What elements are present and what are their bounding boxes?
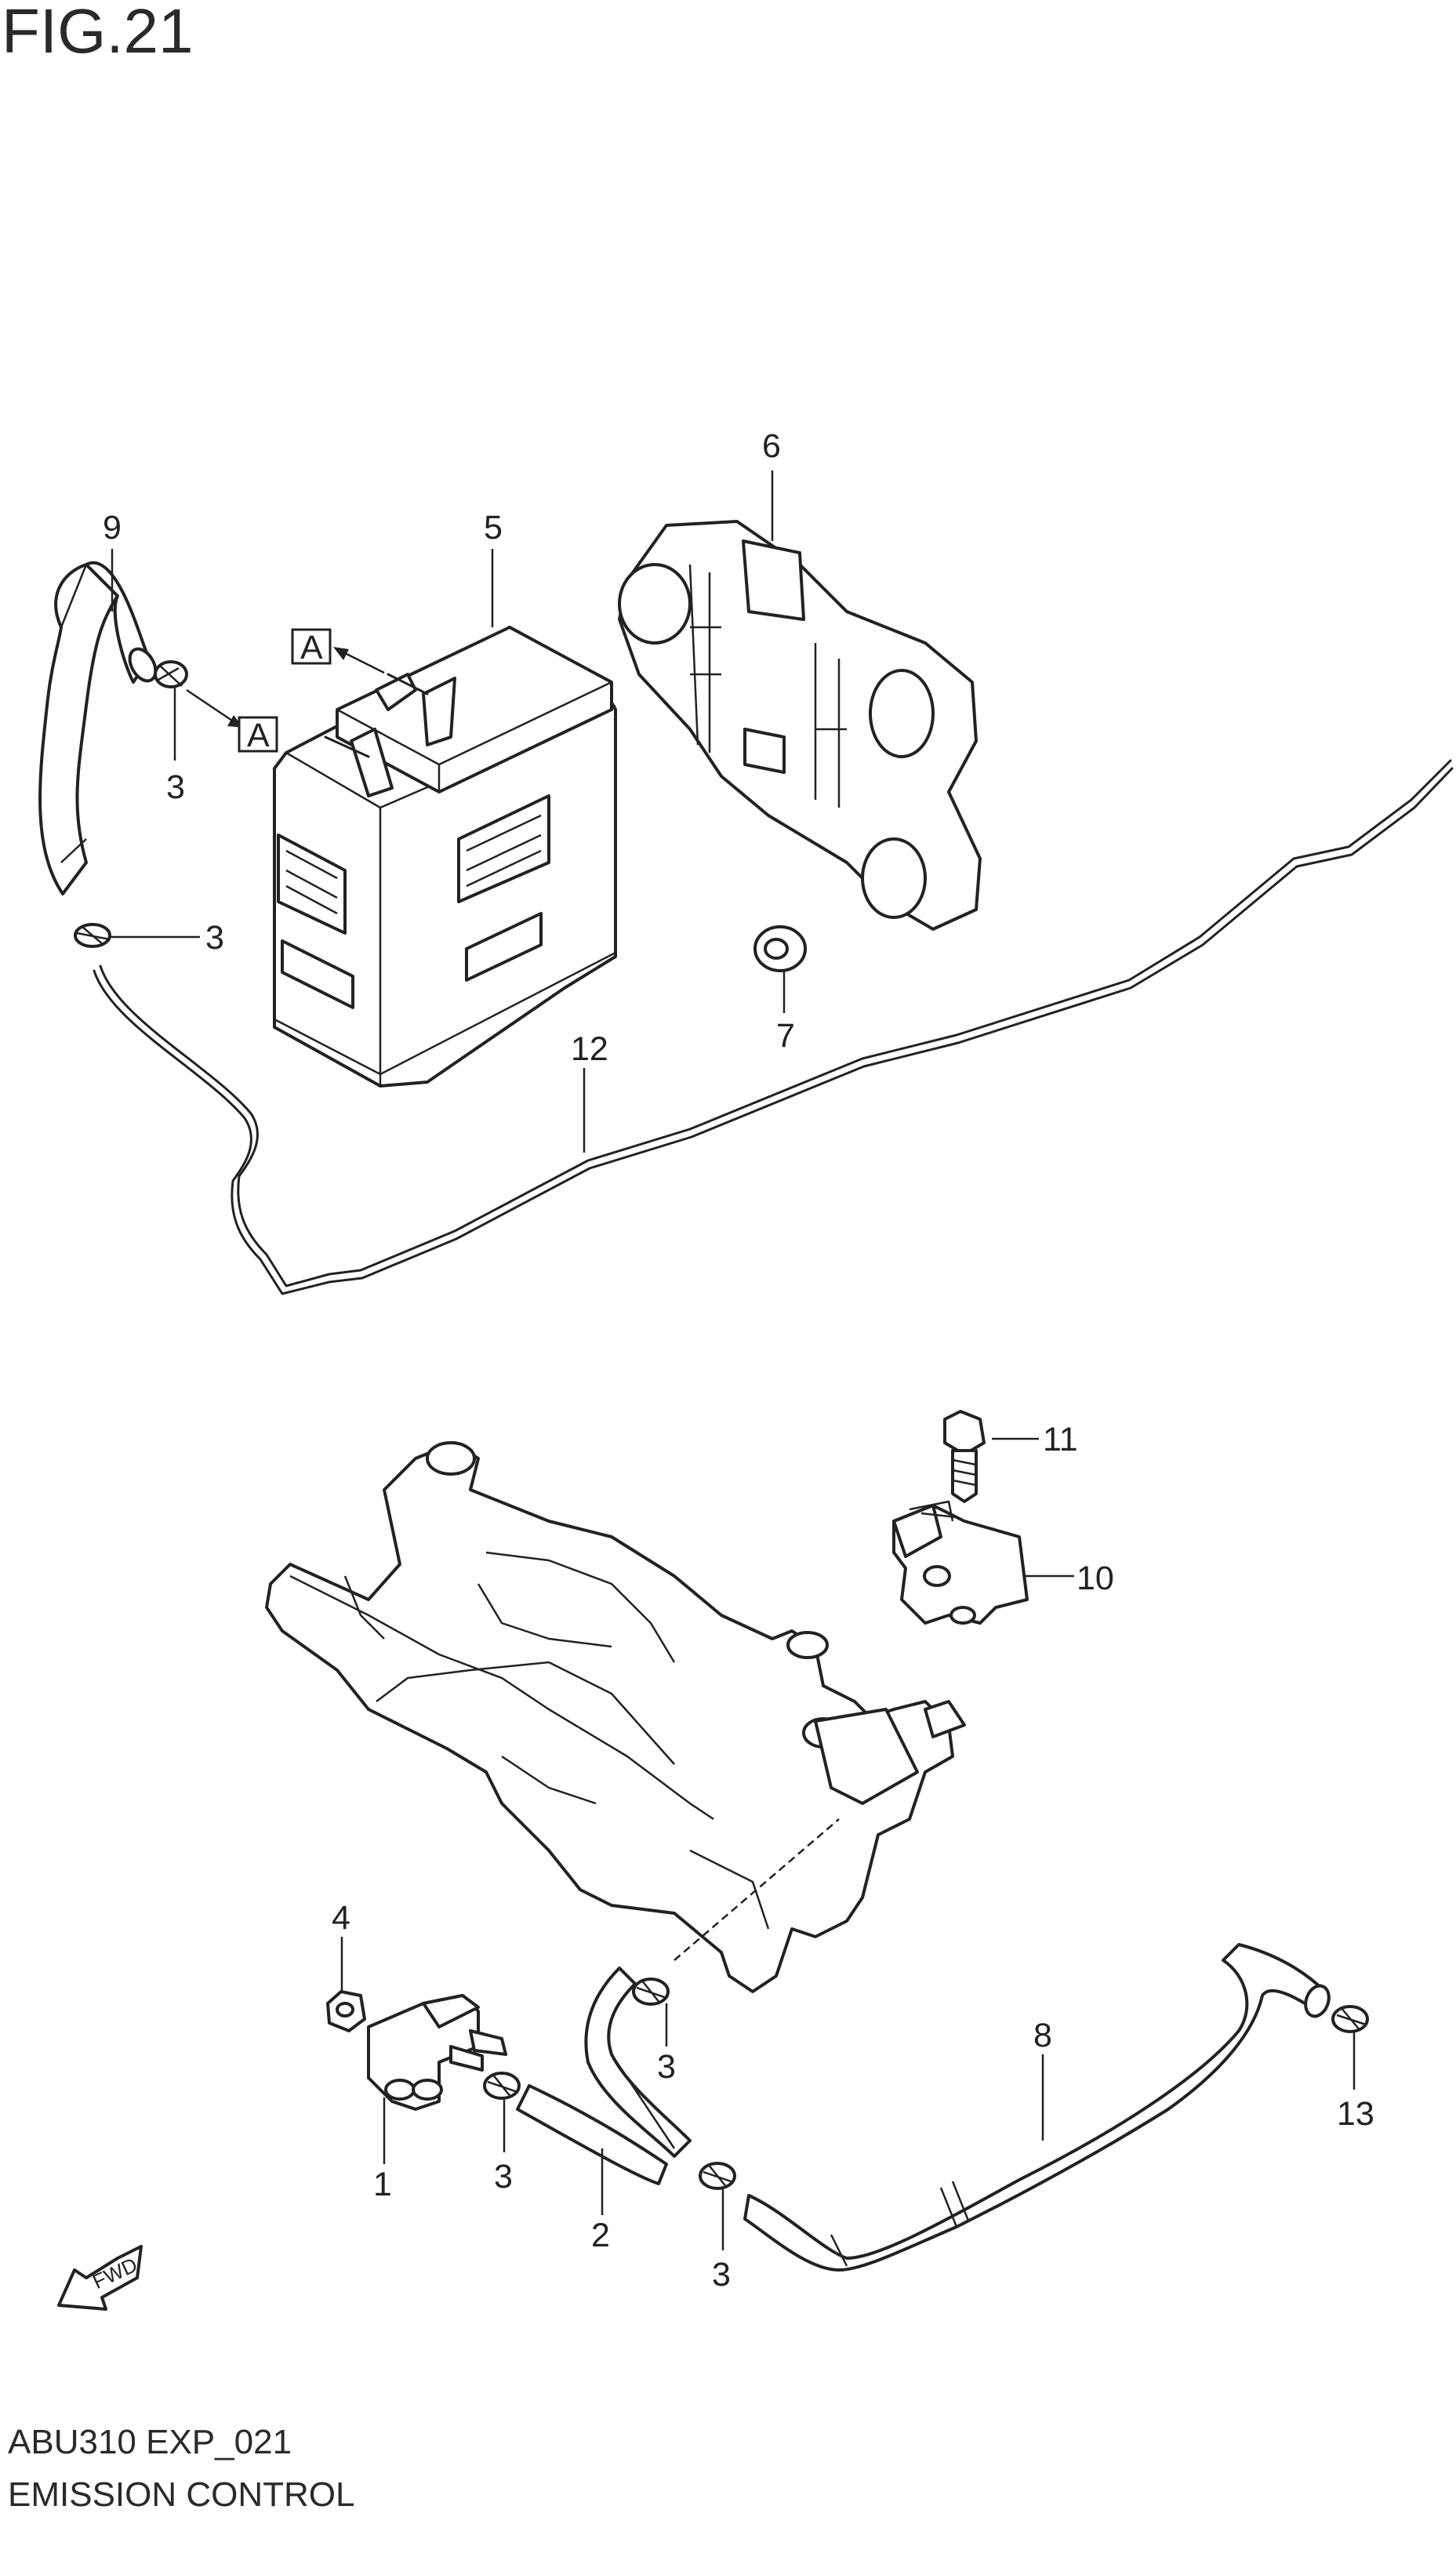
part-7-grommet [753, 925, 807, 972]
callout-4: 4 [332, 1899, 350, 1937]
callout-2: 2 [591, 2217, 610, 2254]
callout-1: 1 [373, 2166, 392, 2203]
part-11-bolt [943, 1410, 986, 1503]
footer-title: EMISSION CONTROL [8, 2475, 355, 2514]
callout-11: 11 [1043, 1421, 1078, 1458]
figure-title: FIG.21 [2, 0, 194, 66]
reference-a-lower: A [247, 717, 270, 754]
callout-3-upper: 3 [166, 768, 185, 806]
callout-3-bottom-left: 3 [494, 2158, 513, 2195]
callout-5: 5 [484, 509, 503, 547]
clip-3-right [699, 2162, 736, 2190]
callout-13: 13 [1337, 2095, 1374, 2133]
callout-7: 7 [776, 1017, 795, 1055]
callout-8: 8 [1033, 2017, 1052, 2054]
part-4-nut [326, 1990, 366, 2032]
part-1-valve [367, 1994, 507, 2111]
callout-12: 12 [571, 1030, 608, 1068]
callout-3-middle: 3 [657, 2048, 676, 2086]
reference-box-a-lower: A [238, 716, 278, 754]
part-10-sensor [892, 1500, 1029, 1625]
clip-3-lower [74, 923, 111, 948]
callout-3-hose-bottom: 3 [205, 919, 224, 957]
callout-9: 9 [103, 509, 122, 547]
callout-6: 6 [762, 427, 781, 465]
part-5-canister [273, 626, 617, 1088]
part-8-hose [743, 1943, 1331, 2272]
part-2-hose [516, 1967, 692, 2185]
reference-a-upper: A [300, 629, 323, 666]
clip-3-bottom-left [483, 2072, 521, 2100]
callout-10: 10 [1077, 1560, 1114, 1597]
fwd-arrow-icon: FWD [57, 2245, 143, 2311]
part-6-bracket [618, 520, 982, 931]
clip-3-middle [632, 1977, 670, 2006]
clip-3-upper [154, 660, 188, 688]
callout-3-right: 3 [712, 2256, 731, 2293]
footer-code: ABU310 EXP_021 [8, 2423, 292, 2461]
reference-box-a-upper: A [291, 628, 332, 666]
part-12-pipe [93, 759, 1454, 1295]
part-13-clip [1331, 2005, 1369, 2033]
intake-manifold [265, 1441, 966, 1993]
part-9-hose [38, 561, 158, 895]
